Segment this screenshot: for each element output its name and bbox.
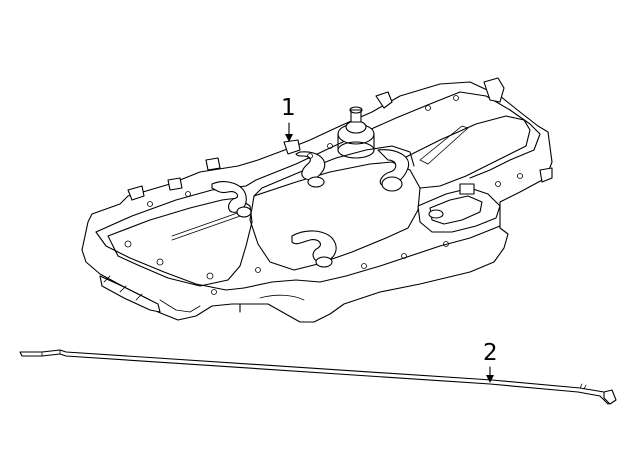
callout-number-2: 2 [483,340,498,366]
leader-arrow-2 [486,366,494,383]
battery-assembly-drawing [81,77,553,323]
callout-number-1: 1 [281,95,296,121]
cable-drawing [19,349,617,405]
leader-arrow-1 [285,122,293,142]
